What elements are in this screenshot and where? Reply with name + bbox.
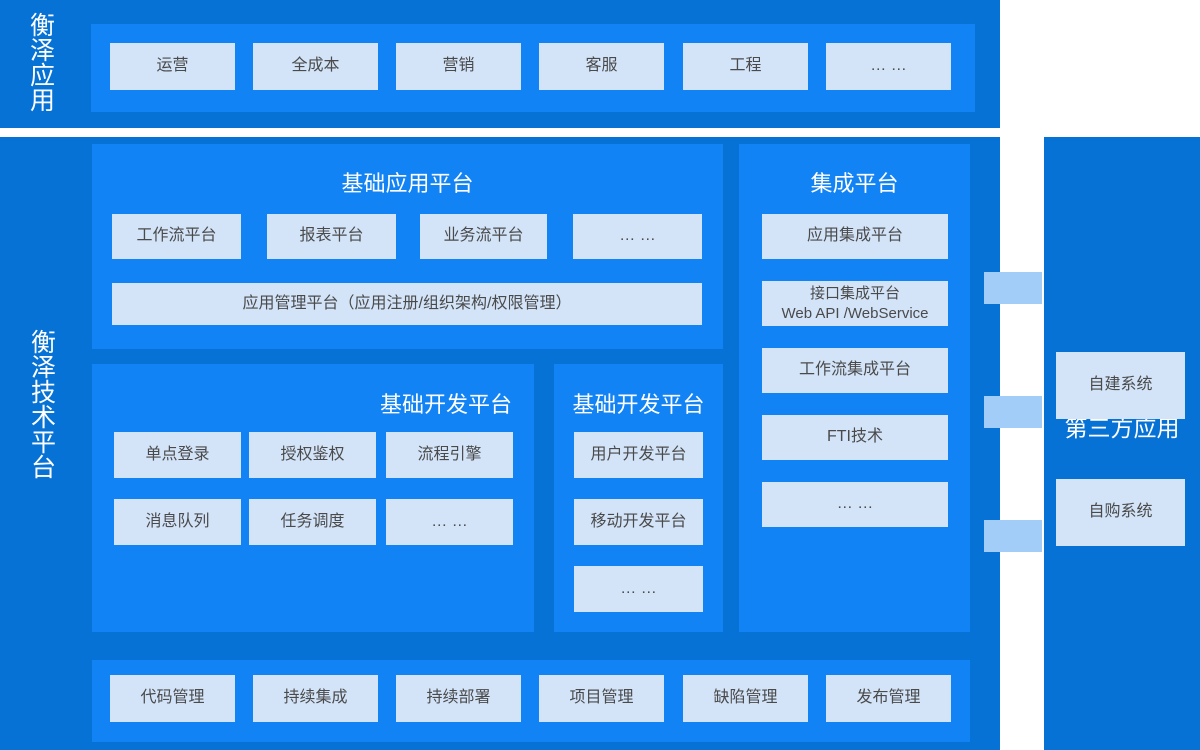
basic-dev-platform-left-title: 基础开发平台 bbox=[379, 392, 512, 417]
third-party-title: 第三方应用 bbox=[1064, 415, 1180, 441]
basic-app-card-report[interactable]: 报表平台 bbox=[267, 214, 396, 259]
app-card-engineering[interactable]: 工程 bbox=[683, 43, 808, 90]
app-card-full-cost[interactable]: 全成本 bbox=[253, 43, 378, 90]
basic-dev-platform-left-panel: 基础开发平台 bbox=[92, 364, 534, 632]
integration-card-fti[interactable]: FTI技术 bbox=[762, 415, 948, 460]
application-band-label: 衡泽应用 bbox=[26, 12, 55, 112]
basic-app-card-more[interactable]: … … bbox=[573, 214, 702, 259]
app-card-operations[interactable]: 运营 bbox=[110, 43, 235, 90]
basic-app-card-management-platform[interactable]: 应用管理平台（应用注册/组织架构/权限管理） bbox=[112, 283, 702, 325]
technical-platform-band-label: 衡泽技术平台 bbox=[27, 329, 56, 479]
integration-card-workflow-integration[interactable]: 工作流集成平台 bbox=[762, 348, 948, 393]
dev-left-card-sso[interactable]: 单点登录 bbox=[114, 432, 241, 478]
connector-bar-2 bbox=[984, 396, 1042, 428]
integration-card-more[interactable]: … … bbox=[762, 482, 948, 527]
devops-card-defect-management[interactable]: 缺陷管理 bbox=[683, 675, 808, 722]
dev-left-card-authorization[interactable]: 授权鉴权 bbox=[249, 432, 376, 478]
basic-dev-platform-right-title: 基础开发平台 bbox=[572, 392, 705, 417]
devops-card-continuous-integration[interactable]: 持续集成 bbox=[253, 675, 378, 722]
third-party-card-self-built[interactable]: 自建系统 bbox=[1056, 352, 1185, 419]
dev-right-card-more[interactable]: … … bbox=[574, 566, 703, 612]
devops-card-project-management[interactable]: 项目管理 bbox=[539, 675, 664, 722]
dev-right-card-user-dev[interactable]: 用户开发平台 bbox=[574, 432, 703, 478]
dev-left-card-task-scheduling[interactable]: 任务调度 bbox=[249, 499, 376, 545]
third-party-card-purchased[interactable]: 自购系统 bbox=[1056, 479, 1185, 546]
app-card-marketing[interactable]: 营销 bbox=[396, 43, 521, 90]
connector-bar-1 bbox=[984, 272, 1042, 304]
app-card-more[interactable]: … … bbox=[826, 43, 951, 90]
devops-platform-panel bbox=[92, 660, 970, 742]
devops-card-continuous-deployment[interactable]: 持续部署 bbox=[396, 675, 521, 722]
devops-card-release-management[interactable]: 发布管理 bbox=[826, 675, 951, 722]
app-card-customer-service[interactable]: 客服 bbox=[539, 43, 664, 90]
devops-card-code-management[interactable]: 代码管理 bbox=[110, 675, 235, 722]
dev-right-card-mobile-dev[interactable]: 移动开发平台 bbox=[574, 499, 703, 545]
basic-app-card-workflow[interactable]: 工作流平台 bbox=[112, 214, 241, 259]
integration-card-api-integration[interactable]: 接口集成平台 Web API /WebService bbox=[762, 281, 948, 326]
dev-left-card-more[interactable]: … … bbox=[386, 499, 513, 545]
dev-left-card-process-engine[interactable]: 流程引擎 bbox=[386, 432, 513, 478]
basic-app-card-business-flow[interactable]: 业务流平台 bbox=[420, 214, 547, 259]
dev-left-card-message-queue[interactable]: 消息队列 bbox=[114, 499, 241, 545]
integration-card-app-integration[interactable]: 应用集成平台 bbox=[762, 214, 948, 259]
connector-bar-3 bbox=[984, 520, 1042, 552]
integration-platform-title: 集成平台 bbox=[810, 171, 899, 196]
basic-application-platform-title: 基础应用平台 bbox=[341, 171, 474, 196]
third-party-band: 第三方应用 bbox=[1044, 137, 1200, 750]
